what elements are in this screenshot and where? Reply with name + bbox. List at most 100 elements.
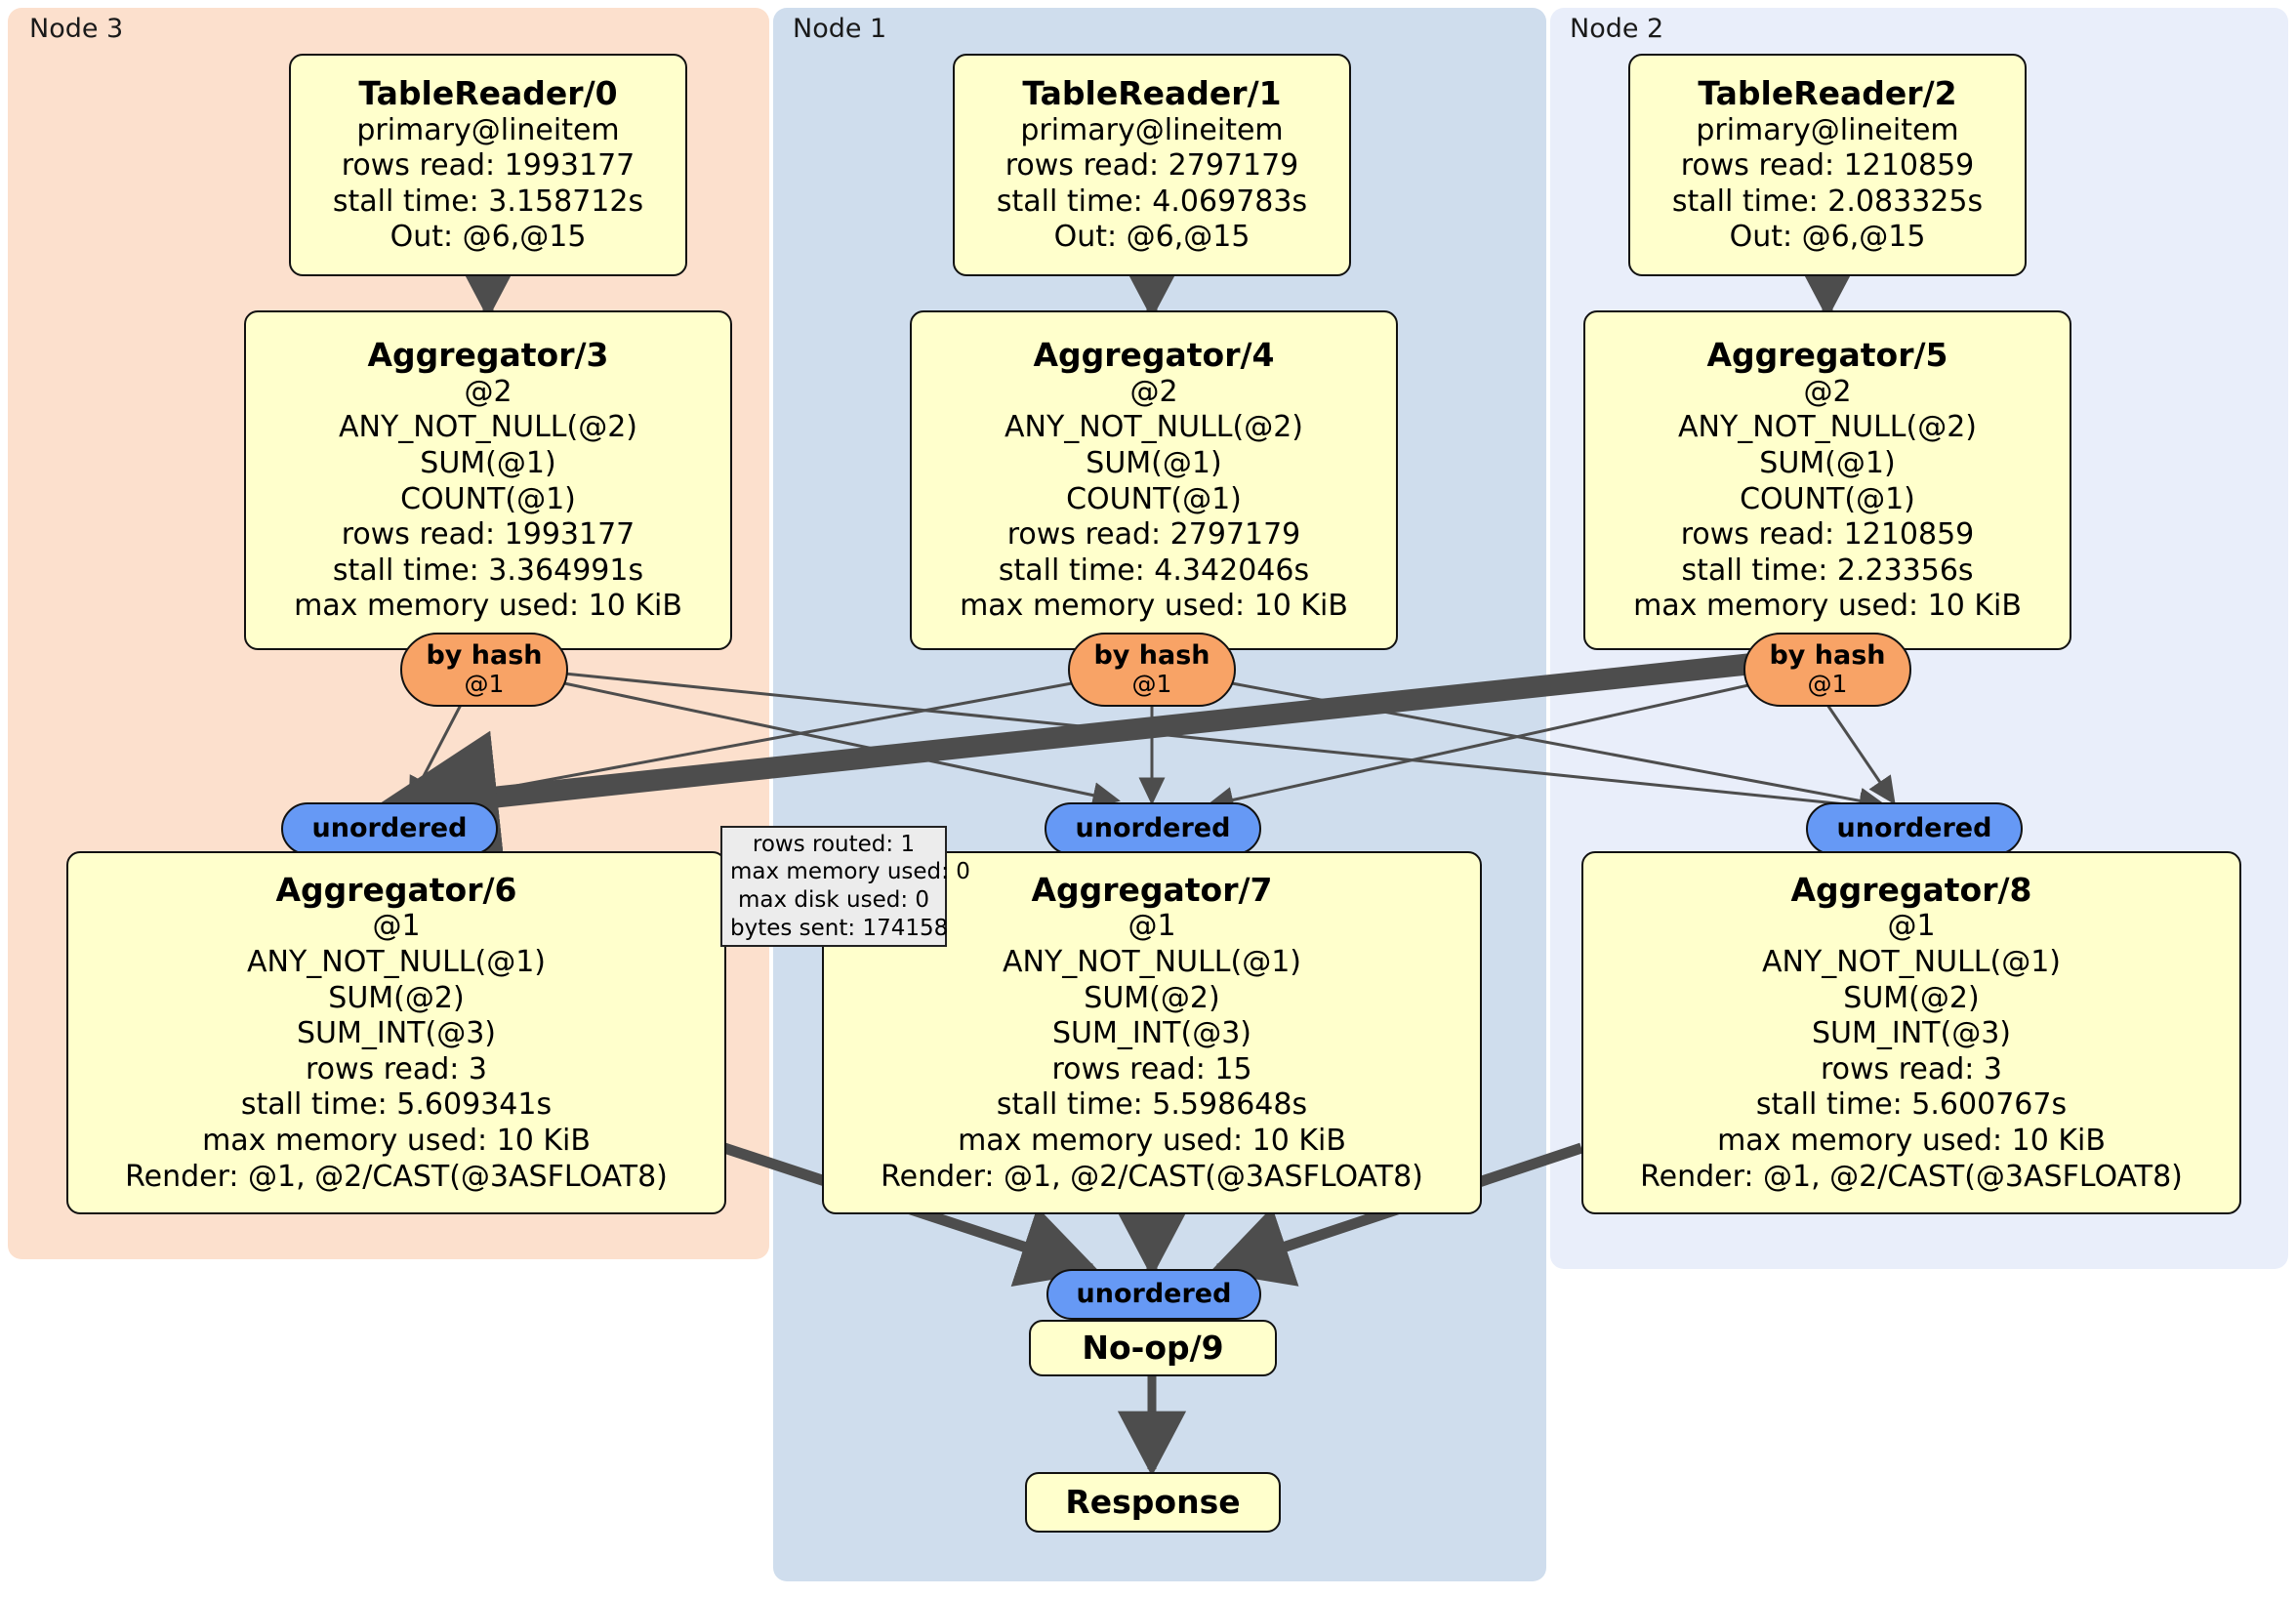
edge-stat-line: rows routed: 1	[752, 831, 916, 857]
node-tablereader-2[interactable]: TableReader/2 primary@lineitem rows read…	[1628, 54, 2027, 276]
router-by-hash-node3[interactable]: by hash @1	[400, 633, 568, 707]
receiver-unordered-node1[interactable]: unordered	[1045, 802, 1261, 855]
receiver-unordered-node3[interactable]: unordered	[281, 802, 498, 855]
node-line: Out: @6,@15	[1729, 220, 1926, 255]
node-line: primary@lineitem	[1020, 112, 1284, 147]
node-line: @1	[372, 909, 421, 944]
node-line: COUNT(@1)	[1066, 481, 1242, 516]
node-line: stall time: 3.364991s	[332, 553, 644, 588]
panel-label-node1: Node 1	[793, 14, 887, 44]
node-aggregator-8[interactable]: Aggregator/8 @1 ANY_NOT_NULL(@1) SUM(@2)…	[1581, 851, 2241, 1214]
node-aggregator-4[interactable]: Aggregator/4 @2 ANY_NOT_NULL(@2) SUM(@1)…	[910, 310, 1398, 650]
router-column: @1	[1131, 670, 1172, 699]
node-line: rows read: 3	[1820, 1051, 2003, 1086]
node-line: Render: @1, @2/CAST(@3ASFLOAT8)	[881, 1159, 1423, 1194]
node-line: @1	[1887, 909, 1936, 944]
node-line: SUM(@2)	[1084, 980, 1220, 1015]
router-by-hash-node2[interactable]: by hash @1	[1743, 633, 1911, 707]
panel-label-node2: Node 2	[1570, 14, 1664, 44]
node-line: @2	[464, 374, 512, 409]
edge-stats-tooltip: rows routed: 1 max memory used: 0 max di…	[720, 826, 970, 947]
receiver-unordered-final[interactable]: unordered	[1046, 1269, 1261, 1320]
node-line: rows read: 3	[305, 1051, 488, 1086]
router-label: by hash	[426, 640, 543, 672]
router-label: by hash	[1769, 640, 1886, 672]
node-title: Aggregator/5	[1706, 336, 1948, 375]
node-line: rows read: 1993177	[341, 517, 636, 553]
node-line: @2	[1129, 374, 1178, 409]
node-line: stall time: 4.069783s	[996, 184, 1308, 219]
router-label: by hash	[1093, 640, 1210, 672]
edge-stat-line: bytes sent: 174158	[730, 915, 949, 941]
node-line: rows read: 1993177	[341, 148, 636, 184]
node-line: @1	[1128, 909, 1176, 944]
node-line: @2	[1803, 374, 1852, 409]
node-aggregator-5[interactable]: Aggregator/5 @2 ANY_NOT_NULL(@2) SUM(@1)…	[1583, 310, 2071, 650]
receiver-unordered-node2[interactable]: unordered	[1806, 802, 2023, 855]
node-line: rows read: 15	[1051, 1051, 1252, 1086]
node-line: rows read: 1210859	[1680, 148, 1975, 184]
node-line: COUNT(@1)	[400, 481, 576, 516]
node-aggregator-7[interactable]: Aggregator/7 @1 ANY_NOT_NULL(@1) SUM(@2)…	[822, 851, 1482, 1214]
node-line: COUNT(@1)	[1740, 481, 1915, 516]
node-line: rows read: 1210859	[1680, 517, 1975, 553]
node-title: No-op/9	[1082, 1329, 1224, 1368]
node-line: stall time: 2.23356s	[1681, 553, 1974, 588]
node-line: Out: @6,@15	[390, 220, 587, 255]
node-line: stall time: 2.083325s	[1671, 184, 1984, 219]
node-line: SUM(@2)	[1843, 980, 1980, 1015]
edge-stat-line: max memory used: 0	[730, 859, 970, 885]
node-line: rows read: 2797179	[1004, 148, 1299, 184]
router-column: @1	[1807, 670, 1848, 699]
node-line: ANY_NOT_NULL(@2)	[1678, 410, 1977, 445]
node-aggregator-3[interactable]: Aggregator/3 @2 ANY_NOT_NULL(@2) SUM(@1)…	[244, 310, 732, 650]
node-line: primary@lineitem	[1696, 112, 1959, 147]
node-line: stall time: 3.158712s	[332, 184, 644, 219]
node-line: ANY_NOT_NULL(@2)	[339, 410, 637, 445]
node-line: max memory used: 10 KiB	[1633, 589, 2022, 624]
node-line: SUM(@1)	[1086, 445, 1222, 480]
receiver-label: unordered	[1836, 813, 1992, 844]
node-title: Response	[1065, 1483, 1241, 1522]
node-line: SUM(@2)	[328, 980, 465, 1015]
node-line: stall time: 4.342046s	[998, 553, 1310, 588]
panel-label-node3: Node 3	[29, 14, 124, 44]
node-title: Aggregator/6	[275, 870, 517, 909]
node-noop-9[interactable]: No-op/9	[1029, 1320, 1277, 1376]
node-line: Render: @1, @2/CAST(@3ASFLOAT8)	[1640, 1159, 2183, 1194]
node-line: ANY_NOT_NULL(@1)	[247, 945, 546, 980]
node-tablereader-0[interactable]: TableReader/0 primary@lineitem rows read…	[289, 54, 687, 276]
node-title: TableReader/2	[1698, 74, 1957, 113]
router-by-hash-node1[interactable]: by hash @1	[1068, 633, 1236, 707]
node-line: max memory used: 10 KiB	[294, 589, 682, 624]
node-title: TableReader/0	[358, 74, 618, 113]
node-line: ANY_NOT_NULL(@2)	[1004, 410, 1303, 445]
node-response[interactable]: Response	[1025, 1472, 1281, 1533]
node-line: SUM_INT(@3)	[297, 1016, 496, 1051]
node-line: stall time: 5.600767s	[1755, 1087, 2068, 1123]
node-line: primary@lineitem	[356, 112, 620, 147]
node-line: rows read: 2797179	[1006, 517, 1301, 553]
node-title: Aggregator/7	[1031, 870, 1273, 909]
node-line: max memory used: 10 KiB	[202, 1123, 591, 1158]
node-aggregator-6[interactable]: Aggregator/6 @1 ANY_NOT_NULL(@1) SUM(@2)…	[66, 851, 726, 1214]
node-title: Aggregator/3	[367, 336, 609, 375]
node-title: Aggregator/8	[1790, 870, 2032, 909]
node-line: max memory used: 10 KiB	[1717, 1123, 2106, 1158]
node-line: stall time: 5.609341s	[240, 1087, 553, 1123]
node-line: Render: @1, @2/CAST(@3ASFLOAT8)	[125, 1159, 668, 1194]
receiver-label: unordered	[1076, 1279, 1232, 1310]
node-tablereader-1[interactable]: TableReader/1 primary@lineitem rows read…	[953, 54, 1351, 276]
node-line: Out: @6,@15	[1053, 220, 1250, 255]
node-line: max memory used: 10 KiB	[960, 589, 1348, 624]
node-line: SUM_INT(@3)	[1812, 1016, 2011, 1051]
node-line: SUM(@1)	[1759, 445, 1896, 480]
receiver-label: unordered	[1075, 813, 1231, 844]
router-column: @1	[464, 670, 505, 699]
node-line: ANY_NOT_NULL(@1)	[1003, 945, 1301, 980]
node-line: SUM_INT(@3)	[1052, 1016, 1251, 1051]
node-line: max memory used: 10 KiB	[958, 1123, 1346, 1158]
node-title: Aggregator/4	[1033, 336, 1275, 375]
node-line: SUM(@1)	[420, 445, 556, 480]
